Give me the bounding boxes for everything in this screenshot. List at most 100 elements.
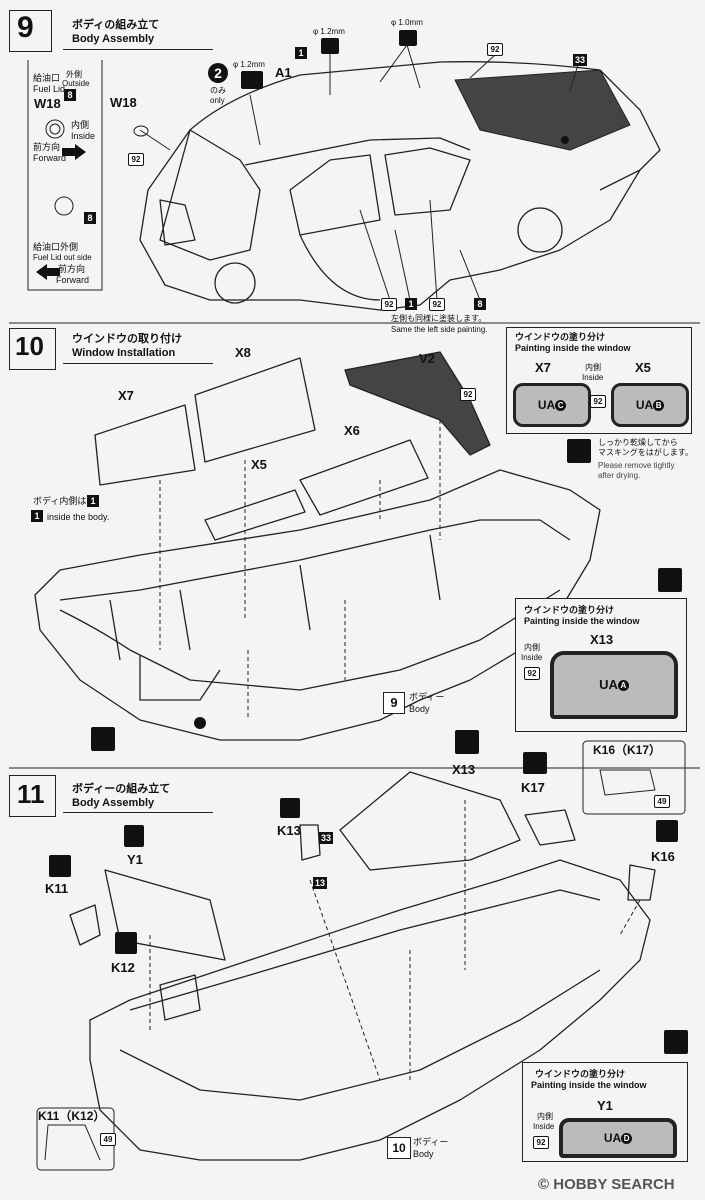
ua-c-mark: C xyxy=(555,400,567,412)
part-k12: K12 xyxy=(111,960,135,975)
part-k11: K11 xyxy=(45,881,69,896)
drill-1-0mm: φ 1.0mm xyxy=(391,18,423,27)
panel-x13: X13 xyxy=(590,632,614,647)
outside-jp: 外側 xyxy=(66,70,82,79)
paint-brush-icon-2 xyxy=(658,568,682,592)
body-inside-jp: ボディ内側は xyxy=(33,496,87,506)
ua-d-label: UA xyxy=(603,1131,622,1145)
step-title-jp: ボディーの組み立て xyxy=(72,783,171,795)
color-33-badge: 33 xyxy=(319,832,333,844)
drying-note-jp-1: しっかり乾燥してから xyxy=(598,438,678,447)
color-1-badge-lower: 1 xyxy=(405,298,417,310)
part-k13: K13 xyxy=(277,823,301,838)
ua-b-label: UA xyxy=(635,398,654,412)
window-painting-panel-2: ウインドウの塗り分け Painting inside the window X1… xyxy=(515,598,687,732)
color-92-badge: 92 xyxy=(533,1136,549,1149)
step-title-en: Window Installation xyxy=(72,347,176,359)
only-jp: のみ xyxy=(210,86,226,95)
color-49-badge: 49 xyxy=(654,795,670,808)
color-8-badge-2: 8 xyxy=(84,212,96,224)
ua-a-label: UA xyxy=(599,677,618,692)
step-number: 10 xyxy=(15,331,44,361)
step-title-jp: ボディの組み立て xyxy=(72,19,160,31)
forward2-en: Forward xyxy=(56,275,90,285)
watermark-label: HOBBY SEARCH xyxy=(553,1176,675,1193)
ua-d-mark: D xyxy=(621,1133,633,1145)
part-x8: X8 xyxy=(235,345,251,360)
color-33-badge: 33 xyxy=(573,54,587,66)
step-number-box xyxy=(9,328,56,370)
body-ref-en: Body xyxy=(413,1149,434,1159)
part-a1: A1 xyxy=(275,65,292,80)
panel-title-en: Painting inside the window xyxy=(515,343,631,353)
window-painting-panel: ウインドウの塗り分け Painting inside the window X7… xyxy=(506,327,692,434)
drill-1-2mm-b: φ 1.2mm xyxy=(313,27,345,36)
inside-jp: 内側 xyxy=(71,120,90,130)
step-number: 9 xyxy=(17,11,34,44)
panel-title-en: Painting inside the window xyxy=(531,1080,647,1090)
drying-note-jp-2: マスキングをはがします。 xyxy=(598,448,693,457)
color-8-badge-lower: 8 xyxy=(474,298,486,310)
part-w18-inset: W18 xyxy=(34,96,61,111)
window-painting-panel-3: ウインドウの塗り分け Painting inside the window Y1… xyxy=(522,1062,688,1162)
title-underline xyxy=(63,49,213,50)
part-x5: X5 xyxy=(251,457,267,472)
title-underline xyxy=(63,363,213,364)
color-92-badge-roof: 92 xyxy=(487,43,503,56)
paint-brush-icon-3 xyxy=(664,1030,688,1054)
part-k17: K17 xyxy=(521,780,545,795)
color-49-badge-2: 49 xyxy=(100,1133,116,1146)
panel-y1: Y1 xyxy=(597,1098,613,1113)
color-92-badge: 92 xyxy=(590,395,606,408)
step-number-box xyxy=(9,10,52,52)
body-ref-box: 9 xyxy=(383,692,405,714)
ua-b-mark: B xyxy=(653,400,665,412)
ua-c-label: UA xyxy=(537,398,556,412)
step10-car-body xyxy=(34,351,601,741)
title-underline xyxy=(63,812,213,813)
drill-icon-3 xyxy=(399,30,417,46)
color-92-badge-lower: 92 xyxy=(381,298,397,311)
drill-icon-2 xyxy=(321,38,339,54)
part-v2: V2 xyxy=(419,351,435,366)
color-8-badge: 8 xyxy=(64,89,76,101)
part-w18: W18 xyxy=(110,95,137,110)
color-1-badge: 1 xyxy=(295,47,307,59)
body-ref-en: Body xyxy=(409,704,430,714)
color-1-badge: 1 xyxy=(87,495,99,507)
panel-title-jp: ウインドウの塗り分け xyxy=(515,332,606,342)
only-en: only xyxy=(210,96,225,105)
color-13-badge: 13 xyxy=(313,877,327,889)
inside-en: Inside xyxy=(71,131,96,141)
body-ref-box: 10 xyxy=(387,1137,411,1159)
panel-inside-jp: 内側 xyxy=(585,363,601,372)
step-number-box xyxy=(9,775,56,817)
cement-icon-4 xyxy=(49,855,71,877)
step-title-jp: ウインドウの取り付け xyxy=(72,333,182,345)
glue-icon xyxy=(91,727,115,751)
paint-brush-icon-2 xyxy=(124,825,144,847)
fuel-lid-outside-jp: 給油口外側 xyxy=(33,242,79,252)
drying-note-en-1: Please remove tightly xyxy=(598,461,675,470)
fuel-lid-en: Fuel Lid xyxy=(33,84,66,94)
part-x7: X7 xyxy=(118,388,134,403)
color-92-badge: 92 xyxy=(128,153,144,166)
k11-box-label: K11（K12） xyxy=(38,1109,106,1123)
color-92-badge-lower-2: 92 xyxy=(429,298,445,311)
step9-car-body xyxy=(139,61,661,311)
step-title-en: Body Assembly xyxy=(72,797,155,809)
panel-inside-jp: 内側 xyxy=(537,1112,553,1121)
same-left-side-en: Same the left side painting. xyxy=(391,325,488,334)
step-number: 11 xyxy=(17,779,45,809)
drill-icon xyxy=(241,71,263,89)
variant-number: 2 xyxy=(208,63,228,83)
part-x6: X6 xyxy=(344,423,360,438)
color-92-badge: 92 xyxy=(460,388,476,401)
paint-brush-icon xyxy=(567,439,591,463)
forward-jp: 前方向 xyxy=(33,142,61,152)
panel-x5: X5 xyxy=(635,360,651,375)
